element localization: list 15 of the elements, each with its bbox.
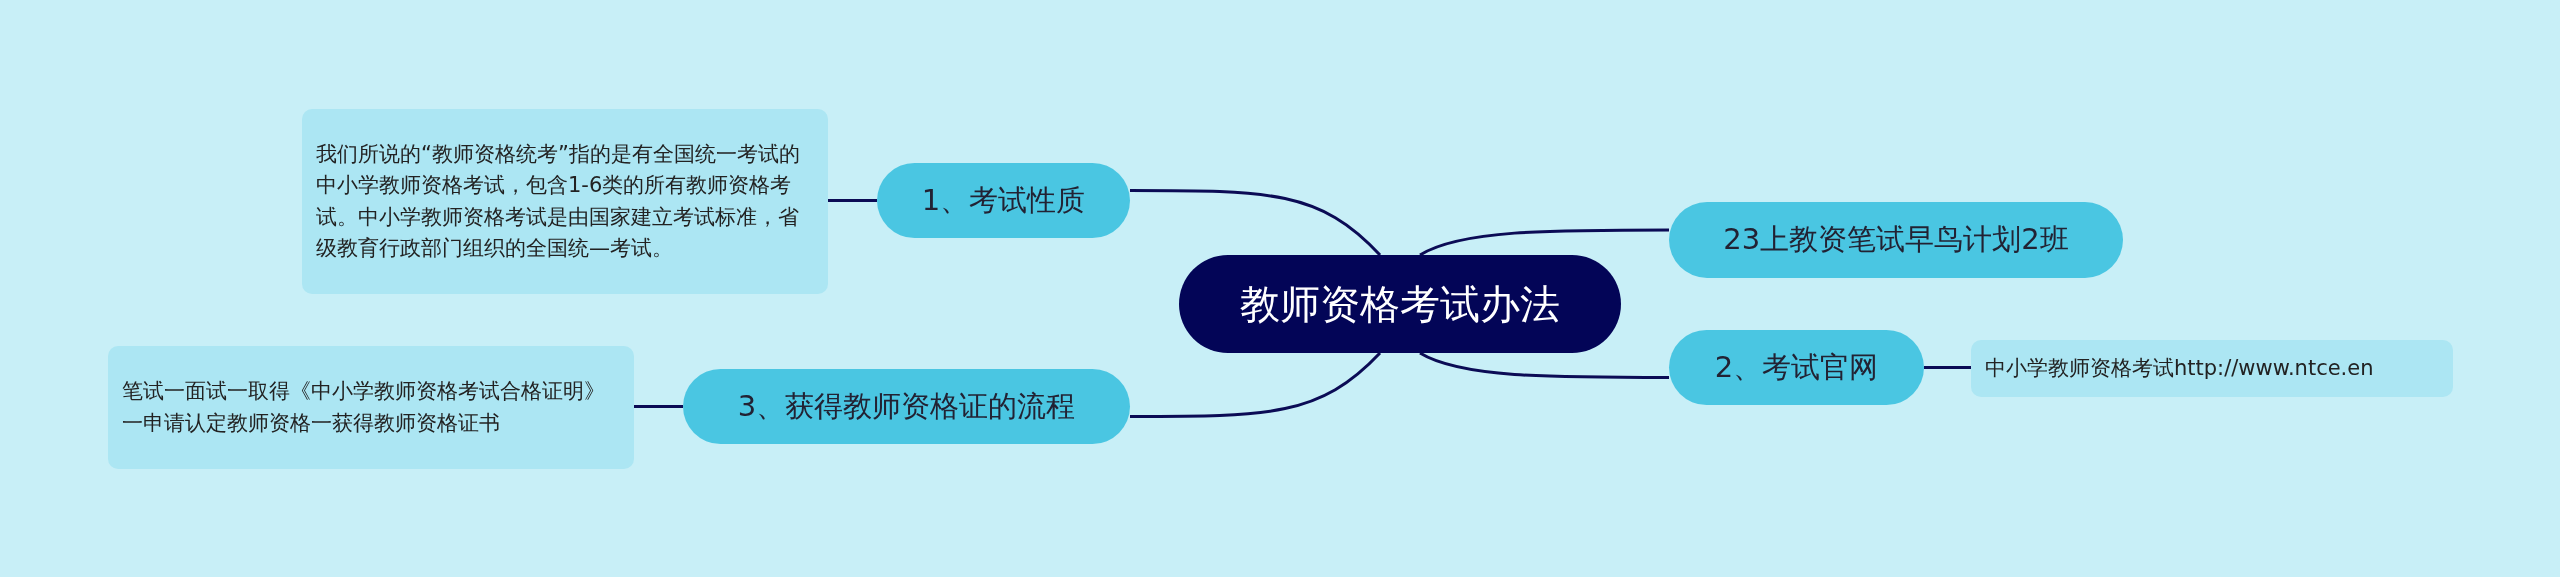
note-box: 中小学教师资格考试http://www.ntce.en — [1971, 340, 2453, 397]
connector-line — [1419, 228, 1669, 257]
note-box: 笔试一面试一取得《中小学教师资格考试合格证明》一申请认定教师资格一获得教师资格证书 — [108, 346, 634, 469]
branch-box: 2、考试官网 — [1669, 330, 1924, 405]
connector-line — [1130, 189, 1382, 257]
note-box: 我们所说的“教师资格统考”指的是有全国统一考试的中小学教师资格考试，包含1-6类的所有教师资格考试。中小学教师资格考试是由国家建立考试标准，省级教育行政部门组织的全国统—考试。 — [302, 109, 828, 294]
connector-line — [1130, 351, 1382, 418]
connector-line — [828, 199, 877, 202]
connector-line — [1419, 351, 1669, 379]
branch-box: 1、考试性质 — [877, 163, 1130, 238]
connector-line — [1924, 366, 1971, 369]
topic-box: 教师资格考试办法 — [1179, 255, 1621, 353]
connector-line — [634, 405, 683, 408]
branch-box: 3、获得教师资格证的流程 — [683, 369, 1130, 444]
branch-box: 23上教资笔试早鸟计划2班 — [1669, 202, 2123, 278]
